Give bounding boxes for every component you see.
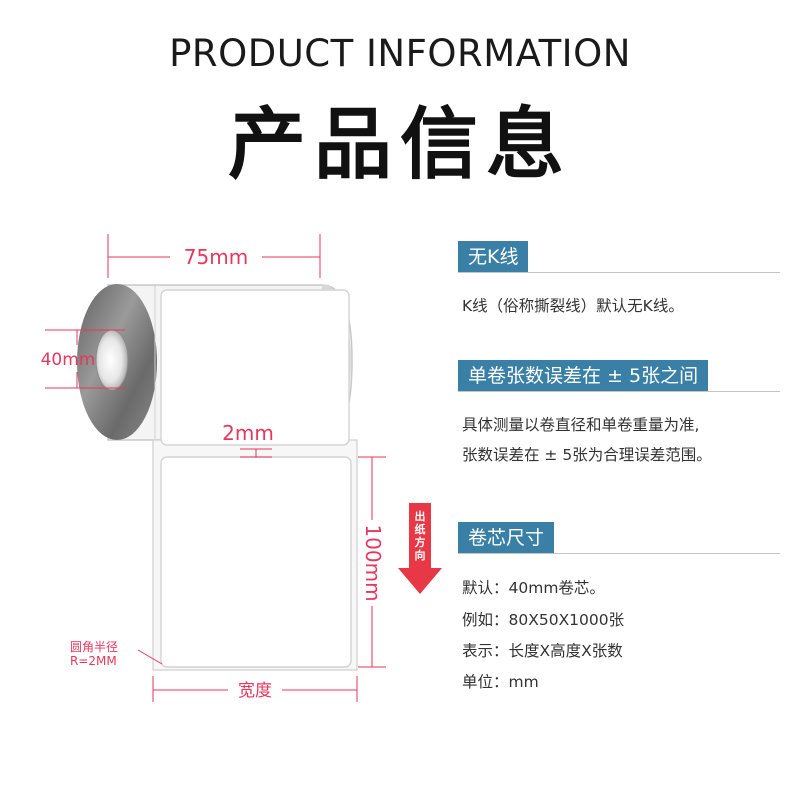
arrow-char: 纸	[415, 522, 426, 536]
bottom-width-label: 宽度	[238, 681, 272, 701]
section-divider	[458, 391, 780, 392]
page-title-english: PRODUCT INFORMATION	[169, 32, 631, 75]
core-dimension-label: 40mm	[41, 350, 96, 370]
gap-dimension-label: 2mm	[222, 421, 274, 445]
corner-radius-value: R=2MM	[70, 654, 117, 668]
arrow-char: 向	[415, 548, 426, 562]
section-header-count-tolerance: 单卷张数误差在 ± 5张之间	[458, 360, 709, 392]
width-dimension-label: 75mm	[184, 245, 248, 269]
arrow-char: 方	[415, 535, 426, 549]
section-text: 具体测量以卷直径和单卷重量为准,	[462, 416, 700, 434]
section-text: 张数误差在 ± 5张为合理误差范围。	[462, 446, 712, 464]
roll-core	[95, 329, 129, 391]
section-text: 默认：40mm卷芯。	[462, 579, 605, 597]
section-divider	[458, 553, 780, 554]
section-divider	[458, 272, 780, 273]
section-header-no-k-line: 无K线	[458, 241, 529, 273]
section-text: K线（俗称撕裂线）默认无K线。	[462, 297, 684, 315]
section-text: 单位：mm	[462, 673, 539, 691]
section-text: 表示：长度X高度X张数	[462, 642, 623, 660]
corner-radius-label: 圆角半径	[70, 640, 118, 654]
paper-direction-arrow: 出 纸 方 向	[398, 503, 442, 594]
section-text: 例如：80X50X1000张	[462, 611, 625, 629]
label-top	[160, 289, 350, 446]
arrow-char: 出	[415, 509, 426, 523]
section-header-core-size: 卷芯尺寸	[458, 522, 555, 554]
page-title-chinese: 产品信息	[227, 100, 572, 190]
label-main	[160, 456, 352, 668]
height-dimension-label: 100mm	[361, 524, 385, 601]
